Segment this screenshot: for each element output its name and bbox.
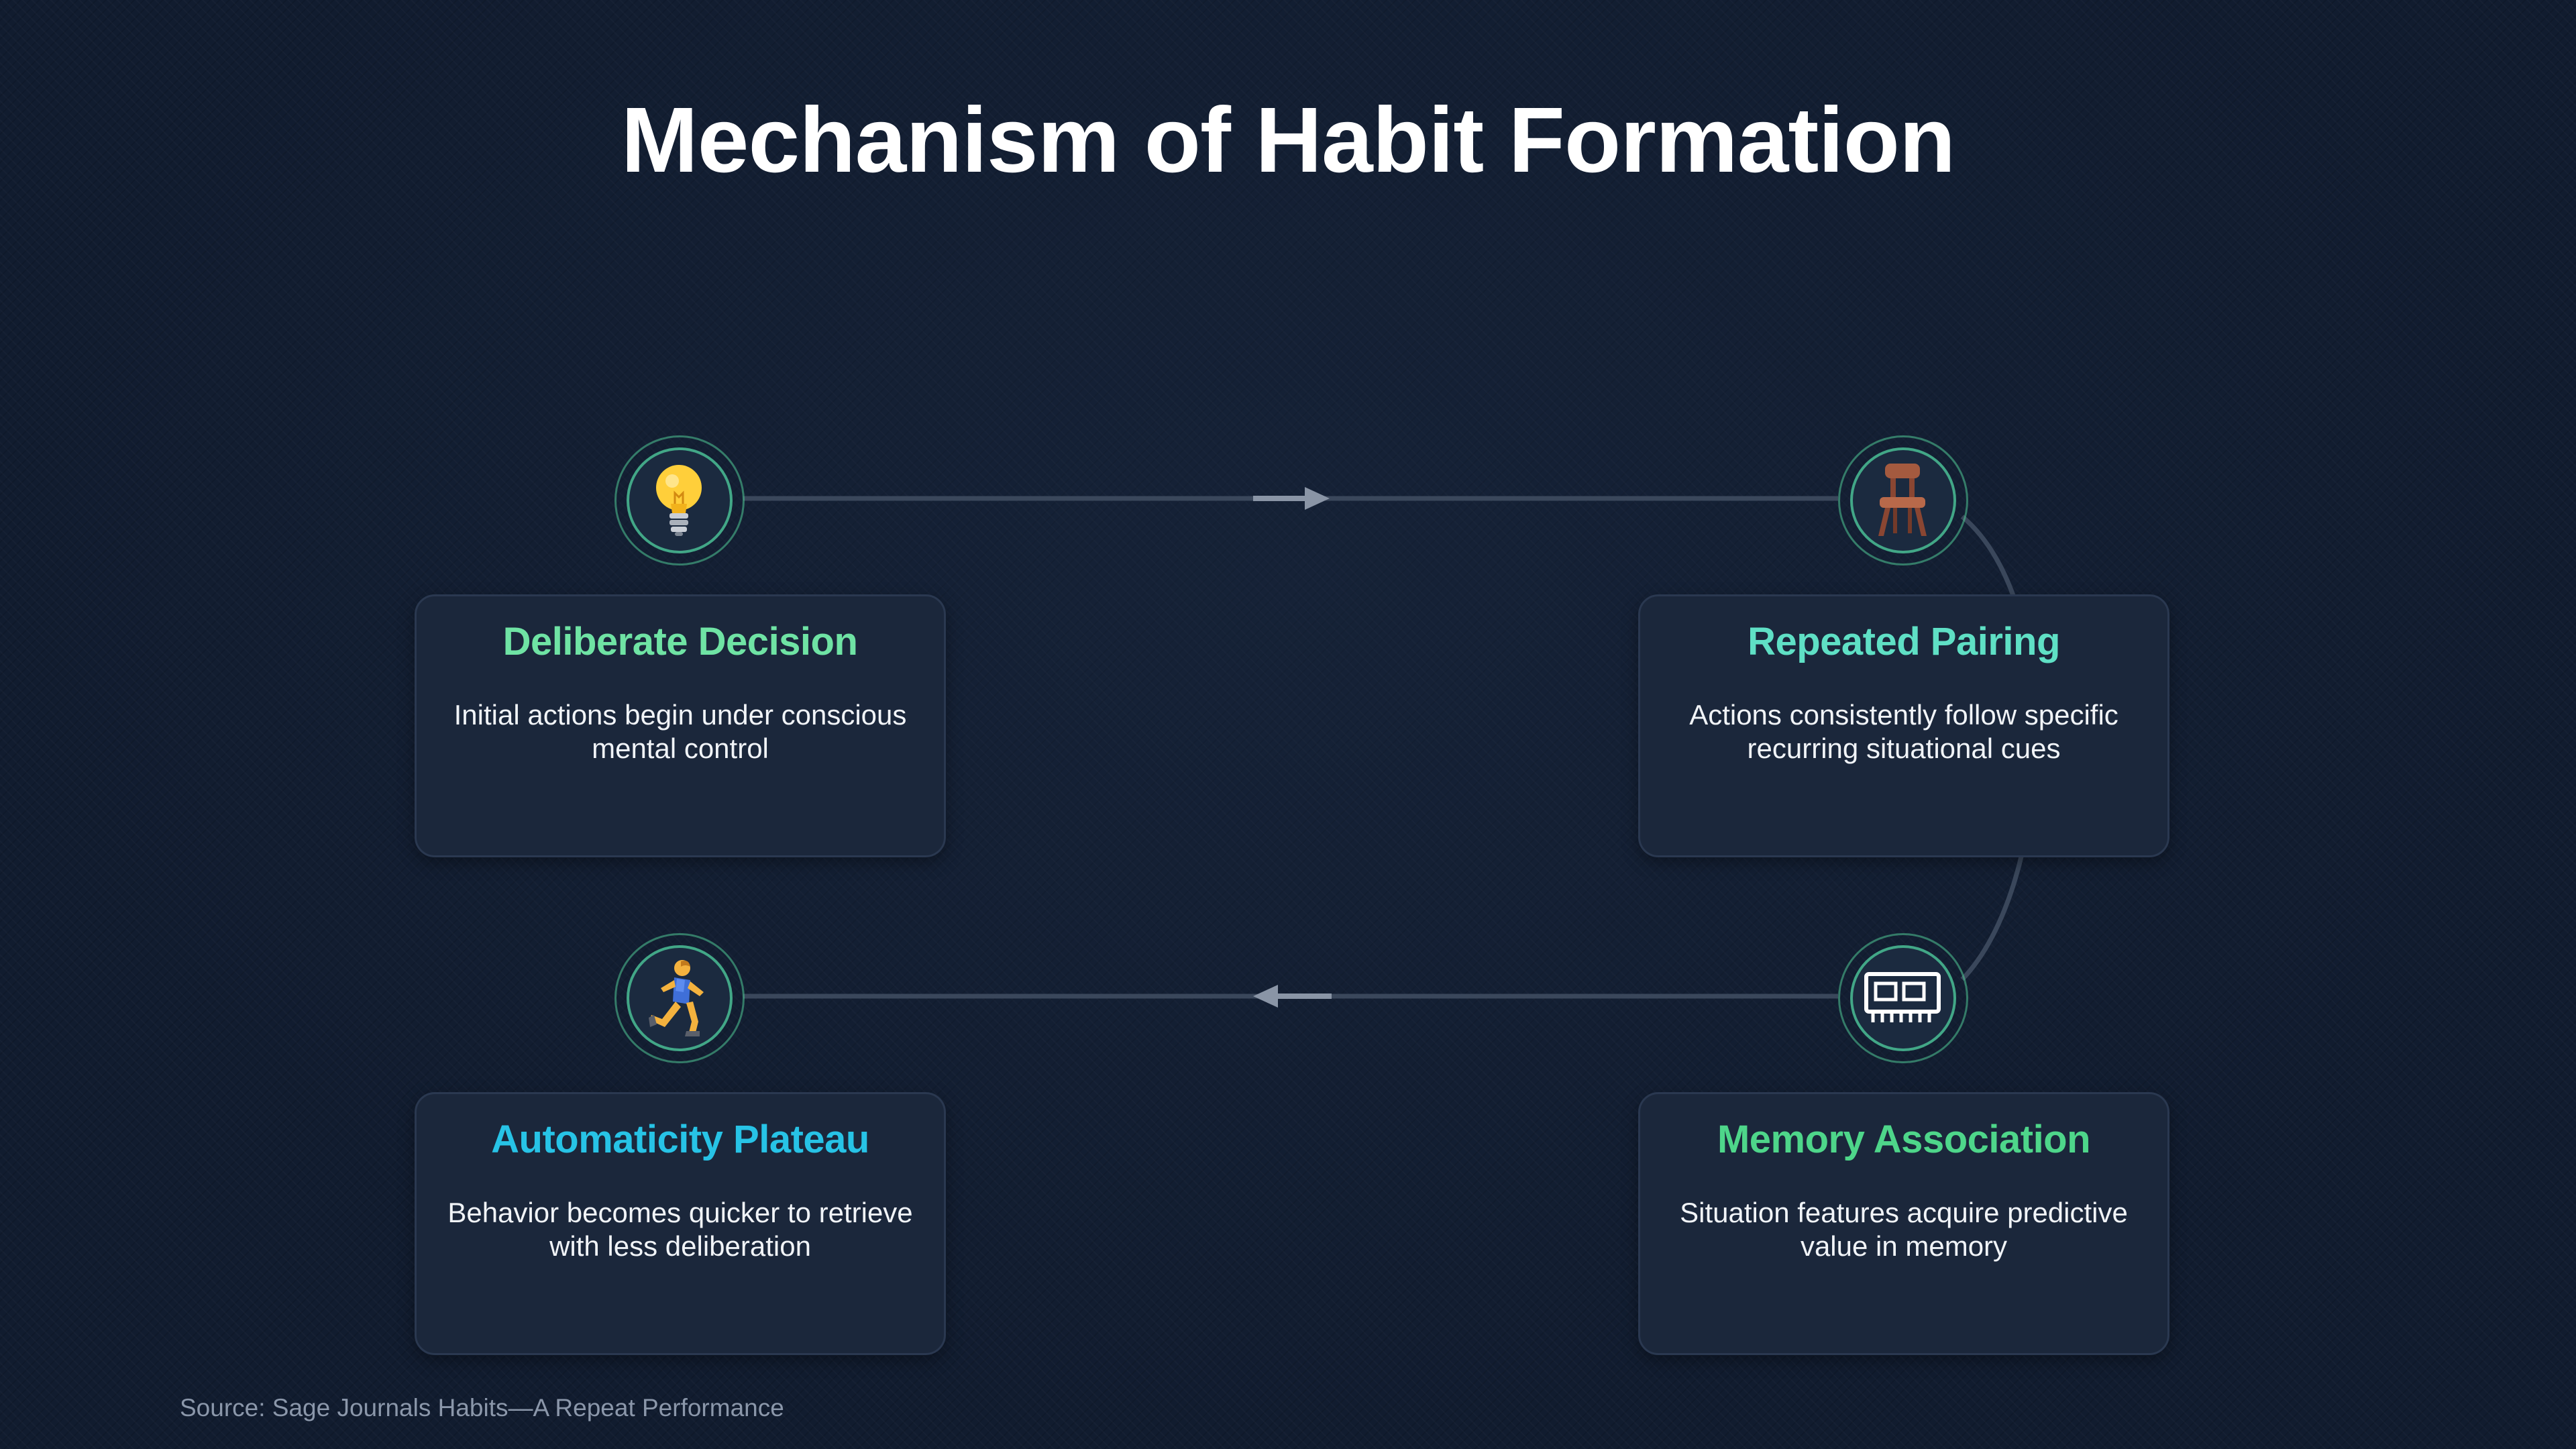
arrow-left-icon — [1253, 985, 1332, 1008]
step-description: Situation features acquire predictive va… — [1680, 1197, 2128, 1262]
memory-chip-icon — [1864, 972, 1941, 1022]
step-description: Actions consistently follow specific rec… — [1689, 699, 2118, 764]
source-citation: Source: Sage Journals Habits—A Repeat Pe… — [180, 1394, 784, 1421]
node-ring — [614, 435, 745, 566]
step-title: Deliberate Decision — [502, 620, 858, 663]
step-card-memory-association: Memory Association Situation features ac… — [1638, 1092, 2169, 1355]
step-card-deliberate-decision: Deliberate Decision Initial actions begi… — [415, 594, 946, 857]
page-title: Mechanism of Habit Formation — [621, 89, 1956, 192]
step-card-automaticity-plateau: Automaticity Plateau Behavior becomes qu… — [415, 1092, 946, 1355]
lightbulb-icon — [656, 465, 702, 536]
chair-icon — [1878, 464, 1927, 536]
step-description: Initial actions begin under conscious me… — [453, 699, 907, 764]
running-person-icon — [649, 960, 704, 1036]
arrow-right-icon — [1253, 487, 1330, 510]
step-card-repeated-pairing: Repeated Pairing Actions consistently fo… — [1638, 594, 2169, 857]
node-ring — [614, 933, 745, 1063]
node-ring — [1838, 933, 1968, 1063]
step-title: Memory Association — [1717, 1118, 2091, 1161]
step-description: Behavior becomes quicker to retrieve wit… — [447, 1197, 913, 1262]
node-ring — [1838, 435, 1968, 566]
step-title: Repeated Pairing — [1748, 620, 2060, 663]
step-node-deliberate-decision — [614, 435, 745, 566]
step-node-repeated-pairing — [1838, 435, 1968, 566]
step-title: Automaticity Plateau — [491, 1118, 869, 1161]
step-node-automaticity-plateau — [614, 933, 745, 1063]
step-node-memory-association — [1838, 933, 1968, 1063]
